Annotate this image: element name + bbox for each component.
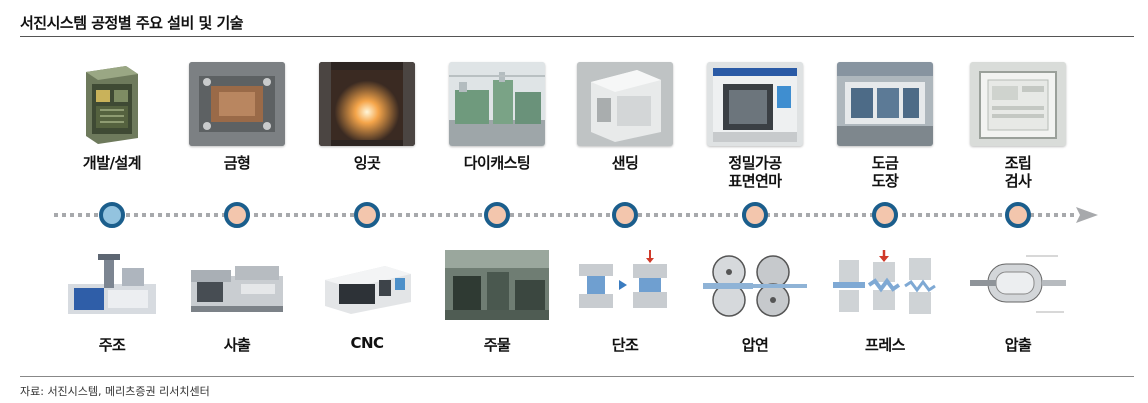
technology-row: 주조 사출 CNC bbox=[0, 250, 1148, 365]
foundry-image bbox=[445, 250, 549, 320]
timeline-node bbox=[872, 202, 898, 228]
timeline-node bbox=[484, 202, 510, 228]
tech-label: 압연 bbox=[741, 336, 769, 354]
process-label: 샌딩 bbox=[611, 154, 639, 172]
injection-machine-image bbox=[185, 250, 289, 320]
process-label: 도금 도장 bbox=[871, 154, 899, 190]
process-step-design: 개발/설계 bbox=[47, 62, 177, 172]
timeline-node bbox=[224, 202, 250, 228]
process-step-machining: 정밀가공 표면연마 bbox=[690, 62, 820, 190]
tech-label: 사출 bbox=[223, 336, 251, 354]
process-label: 금형 bbox=[223, 154, 251, 172]
process-step-plating: 도금 도장 bbox=[820, 62, 950, 190]
tech-foundry: 주물 bbox=[432, 250, 562, 355]
timeline-arrow-head bbox=[1076, 207, 1098, 223]
tech-injection: 사출 bbox=[172, 250, 302, 355]
timeline-node bbox=[1005, 202, 1031, 228]
assembly-enclosure-image bbox=[970, 62, 1066, 146]
tech-press: 프레스 bbox=[820, 250, 950, 355]
process-label: 잉곳 bbox=[353, 154, 381, 172]
extrusion-diagram bbox=[966, 250, 1070, 320]
mold-image bbox=[189, 62, 285, 146]
timeline-node bbox=[354, 202, 380, 228]
tech-label: CNC bbox=[350, 334, 384, 352]
process-step-mold: 금형 bbox=[172, 62, 302, 172]
process-step-assembly: 조립 검사 bbox=[953, 62, 1083, 190]
title-divider bbox=[20, 36, 1134, 37]
casting-machine-image bbox=[60, 250, 164, 320]
tech-cnc: CNC bbox=[302, 250, 432, 352]
forging-diagram bbox=[573, 250, 677, 320]
tech-forging: 단조 bbox=[560, 250, 690, 355]
process-label: 개발/설계 bbox=[82, 154, 142, 172]
process-label: 다이캐스팅 bbox=[463, 154, 531, 172]
tech-label: 주조 bbox=[98, 336, 126, 354]
process-step-die-casting: 다이캐스팅 bbox=[432, 62, 562, 172]
process-label: 조립 검사 bbox=[1004, 154, 1032, 190]
timeline-node bbox=[99, 202, 125, 228]
ingot-furnace-image bbox=[319, 62, 415, 146]
process-step-sanding: 샌딩 bbox=[560, 62, 690, 172]
tech-label: 압출 bbox=[1004, 336, 1032, 354]
process-row: 개발/설계 금형 bbox=[0, 62, 1148, 192]
page-title: 서진시스템 공정별 주요 설비 및 기술 bbox=[20, 14, 244, 32]
die-casting-machine-image bbox=[449, 62, 545, 146]
tech-extrusion: 압출 bbox=[953, 250, 1083, 355]
sanding-booth-image bbox=[577, 62, 673, 146]
timeline-node bbox=[742, 202, 768, 228]
cnc-lathe-image bbox=[315, 250, 419, 320]
process-timeline bbox=[0, 200, 1148, 230]
rolling-diagram bbox=[703, 250, 807, 320]
press-diagram bbox=[833, 250, 937, 320]
source-note: 자료: 서진시스템, 메리츠증권 리서치센터 bbox=[20, 385, 210, 398]
tech-label: 단조 bbox=[611, 336, 639, 354]
process-label: 정밀가공 표면연마 bbox=[728, 154, 782, 190]
process-step-ingot: 잉곳 bbox=[302, 62, 432, 172]
plating-line-image bbox=[837, 62, 933, 146]
timeline-node bbox=[612, 202, 638, 228]
tech-casting: 주조 bbox=[47, 250, 177, 355]
cnc-machine-center-image bbox=[707, 62, 803, 146]
footer-divider bbox=[20, 376, 1134, 377]
timeline-dotted-line bbox=[54, 207, 1098, 223]
tech-label: 프레스 bbox=[865, 336, 905, 354]
tech-rolling: 압연 bbox=[690, 250, 820, 355]
design-enclosure-image bbox=[64, 62, 160, 146]
tech-label: 주물 bbox=[483, 336, 511, 354]
